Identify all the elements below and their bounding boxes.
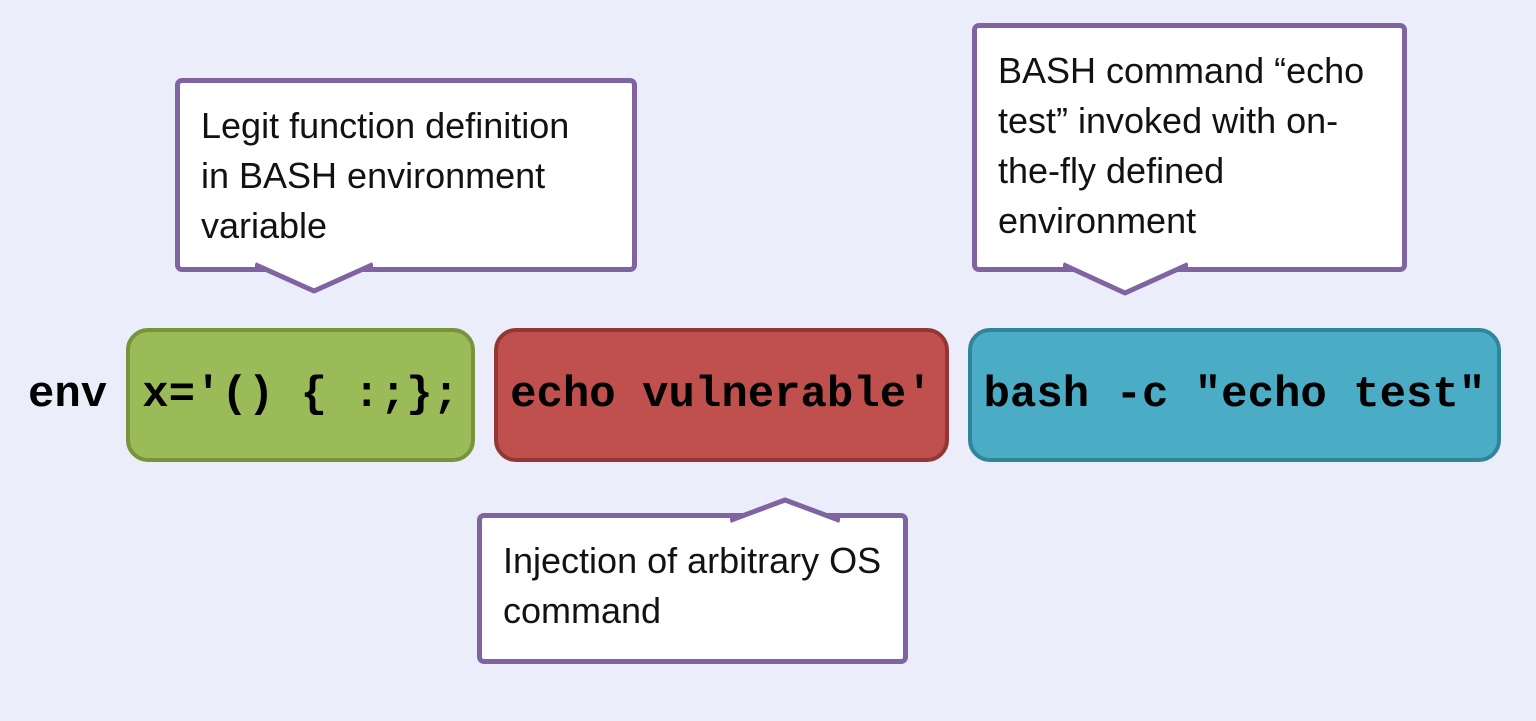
- shell-command-line: env x='() { :;}; echo vulnerable' bash -…: [28, 327, 1502, 463]
- injected-command-segment: echo vulnerable': [494, 328, 949, 462]
- callout-pointer-down-icon: [1063, 262, 1188, 296]
- callout-legit-function-definition: Legit function definition in BASH enviro…: [175, 78, 637, 294]
- function-definition-text: x='() { :;};: [142, 370, 460, 420]
- callout-bash-command-invocation-text: BASH command “echo test” invoked with on…: [998, 50, 1365, 241]
- bash-invocation-text: bash -c "echo test": [983, 370, 1486, 420]
- function-definition-segment: x='() { :;};: [126, 328, 476, 462]
- bash-invocation-segment: bash -c "echo test": [967, 328, 1502, 462]
- callout-legit-function-definition-text: Legit function definition in BASH enviro…: [201, 105, 570, 246]
- injected-command-text: echo vulnerable': [510, 370, 933, 420]
- env-keyword: env: [28, 370, 108, 420]
- callout-bash-command-invocation: BASH command “echo test” invoked with on…: [972, 23, 1407, 296]
- callout-pointer-down-icon: [255, 262, 373, 294]
- callout-os-command-injection: Injection of arbitrary OS command: [477, 497, 908, 664]
- callout-pointer-up-icon: [730, 497, 840, 523]
- callout-os-command-injection-text: Injection of arbitrary OS command: [503, 540, 882, 631]
